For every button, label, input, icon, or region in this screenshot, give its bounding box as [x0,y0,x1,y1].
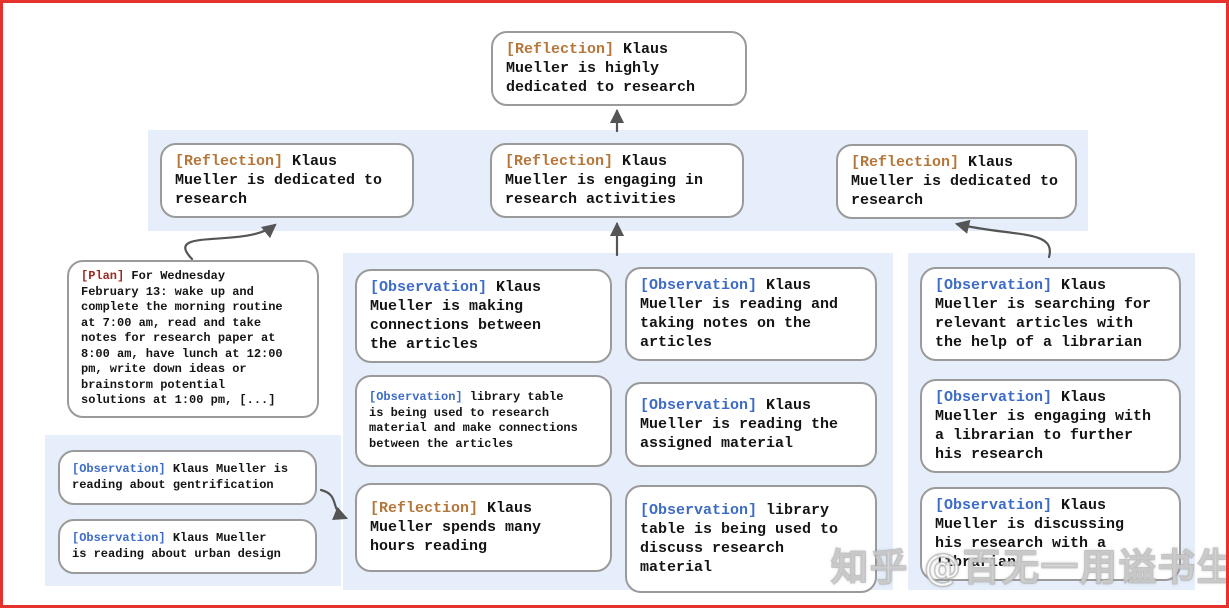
reflection-tag: [Reflection] [851,154,960,171]
zhihu-watermark: 知乎 @百无一用谥书生 [830,545,1229,590]
node-reflection-top: [Reflection]Klaus Mueller is highly dedi… [491,31,747,106]
plan-tag: [Plan] [81,269,125,283]
node-reflection-hours-reading: [Reflection]Klaus Mueller spends many ho… [355,483,612,572]
node-observation-library-table-discuss: [Observation]library table is being used… [625,485,877,593]
node-plan: [Plan]For Wednesday February 13: wake up… [67,260,319,418]
node-observation-gentrification: [Observation]Klaus Mueller is reading ab… [58,450,317,505]
node-observation-library-table-research: [Observation]library table is being used… [355,375,612,467]
observation-tag: [Observation] [935,497,1053,514]
node-observation-engaging-librarian: [Observation]Klaus Mueller is engaging w… [920,379,1181,473]
node-text: Klaus Mueller is engaging in research ac… [505,153,704,208]
observation-tag: [Observation] [370,279,488,296]
reflection-tag: [Reflection] [506,41,615,58]
node-reflection-right: [Reflection]Klaus Mueller is dedicated t… [836,144,1077,219]
reflection-tag: [Reflection] [175,153,284,170]
node-text: library table is being used to discuss r… [640,502,839,576]
node-text: Klaus Mueller is dedicated to research [175,153,383,208]
node-text: Klaus Mueller is reading about urban des… [72,531,281,561]
node-reflection-left: [Reflection]Klaus Mueller is dedicated t… [160,143,414,218]
node-observation-urban-design: [Observation]Klaus Mueller is reading ab… [58,519,317,574]
observation-tag: [Observation] [640,277,758,294]
node-text: Klaus Mueller is reading the assigned ma… [640,397,839,452]
reflection-tag: [Reflection] [370,500,479,517]
node-observation-discussing-librarian: [Observation]Klaus Mueller is discussing… [920,487,1181,581]
node-observation-making-connections: [Observation]Klaus Mueller is making con… [355,269,612,363]
observation-tag: [Observation] [935,389,1053,406]
node-observation-assigned-material: [Observation]Klaus Mueller is reading th… [625,382,877,467]
node-text: Klaus Mueller spends many hours reading [370,500,542,555]
node-reflection-center: [Reflection]Klaus Mueller is engaging in… [490,143,744,218]
observation-tag: [Observation] [640,502,758,519]
node-text: Klaus Mueller is highly dedicated to res… [506,41,696,96]
node-text: Klaus Mueller is reading about gentrific… [72,462,289,492]
observation-tag: [Observation] [935,277,1053,294]
node-text: library table is being used to research … [369,390,578,451]
node-text: Klaus Mueller is reading and taking note… [640,277,839,351]
observation-tag: [Observation] [72,531,166,545]
observation-tag: [Observation] [640,397,758,414]
node-text: Klaus Mueller is making connections betw… [370,279,542,353]
node-text: Klaus Mueller is searching for relevant … [935,277,1152,351]
observation-tag: [Observation] [369,390,463,404]
node-text: Klaus Mueller is discussing his research… [935,497,1125,571]
node-observation-taking-notes: [Observation]Klaus Mueller is reading an… [625,267,877,361]
node-observation-searching-articles: [Observation]Klaus Mueller is searching … [920,267,1181,361]
node-text: For Wednesday February 13: wake up and c… [81,269,283,407]
observation-tag: [Observation] [72,462,166,476]
reflection-tag: [Reflection] [505,153,614,170]
node-text: Klaus Mueller is engaging with a librari… [935,389,1152,463]
node-text: Klaus Mueller is dedicated to research [851,154,1059,209]
